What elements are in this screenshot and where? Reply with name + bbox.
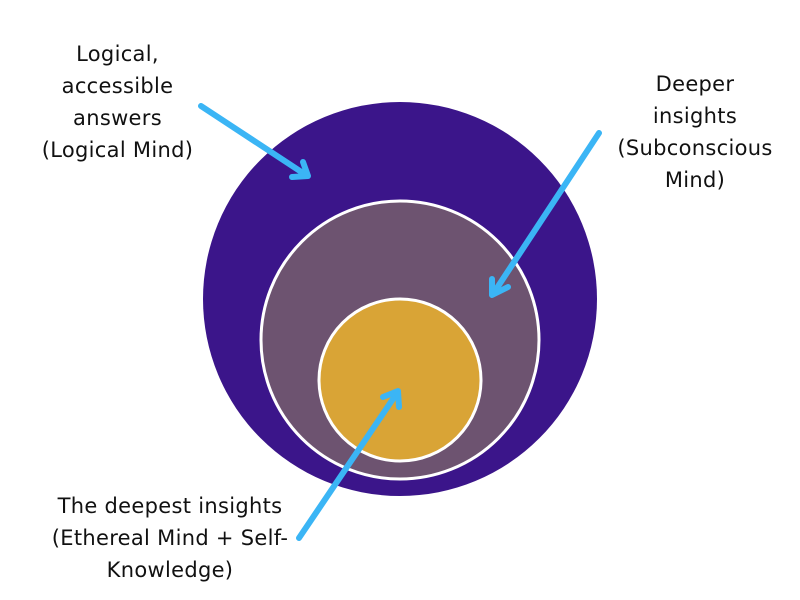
label-line: Deeper <box>655 72 735 96</box>
label-line: (Subconscious <box>617 136 773 160</box>
label-ethereal-mind: The deepest insights (Ethereal Mind + Se… <box>20 490 320 586</box>
label-line: insights <box>652 104 738 128</box>
label-line: The deepest insights <box>57 494 283 518</box>
label-line: Knowledge) <box>106 558 234 582</box>
label-logical-mind: Logical, accessible answers (Logical Min… <box>10 38 225 166</box>
label-line: Mind) <box>664 168 726 192</box>
label-subconscious-mind: Deeper insights (Subconscious Mind) <box>600 68 790 196</box>
label-line: (Ethereal Mind + Self- <box>51 526 289 550</box>
label-line: accessible <box>61 74 174 98</box>
label-line: (Logical Mind) <box>41 138 194 162</box>
arrow-logical <box>198 103 311 180</box>
label-line: Logical, <box>76 42 159 66</box>
arrow-subconscious <box>489 130 602 298</box>
inner-circle-ethereal-mind <box>317 297 483 463</box>
arrow-ethereal <box>296 388 402 541</box>
label-line: answers <box>73 106 162 130</box>
